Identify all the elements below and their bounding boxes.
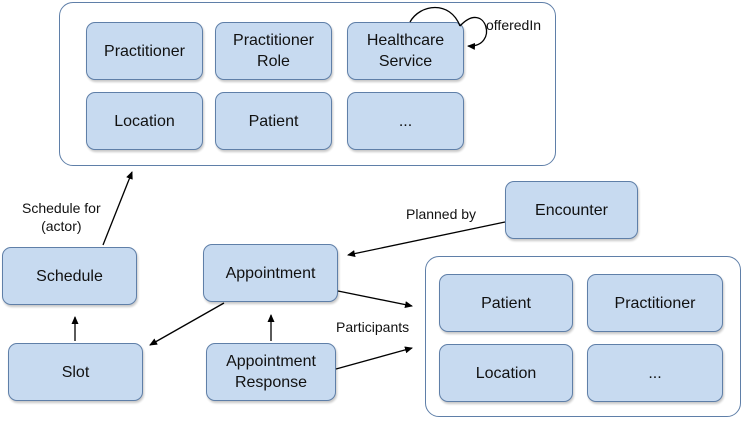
node-more-resources: ... — [347, 92, 464, 150]
node-location: Location — [86, 92, 203, 150]
participant-patient: Patient — [439, 274, 573, 332]
node-appointment-response: Appointment Response — [206, 343, 336, 401]
node-patient: Patient — [215, 92, 332, 150]
edge-response-participants — [335, 346, 413, 370]
participant-location: Location — [439, 344, 573, 402]
offered-in-label: offeredIn — [486, 17, 542, 33]
node-practitioner: Practitioner — [86, 22, 203, 80]
edge-appointment-slot — [149, 302, 225, 346]
node-encounter: Encounter — [505, 181, 638, 239]
node-appointment: Appointment — [203, 244, 338, 302]
edge-appointment-participants — [337, 290, 413, 309]
schedule-for-label: Schedule for (actor) — [22, 200, 101, 234]
planned-by-label: Planned by — [406, 206, 477, 222]
node-slot: Slot — [8, 343, 143, 401]
node-healthcare-service: Healthcare Service — [347, 22, 464, 80]
edge-schedule-for — [102, 171, 133, 246]
edge-offered-in-loop-start — [409, 7, 461, 27]
node-practitioner-role: Practitioner Role — [215, 22, 332, 80]
participant-more: ... — [587, 344, 723, 402]
node-schedule: Schedule — [2, 247, 137, 305]
participant-practitioner: Practitioner — [587, 274, 723, 332]
edge-planned-by — [347, 221, 506, 257]
edge-offered-in-loop — [459, 16, 488, 50]
participants-label: Participants — [336, 319, 410, 335]
